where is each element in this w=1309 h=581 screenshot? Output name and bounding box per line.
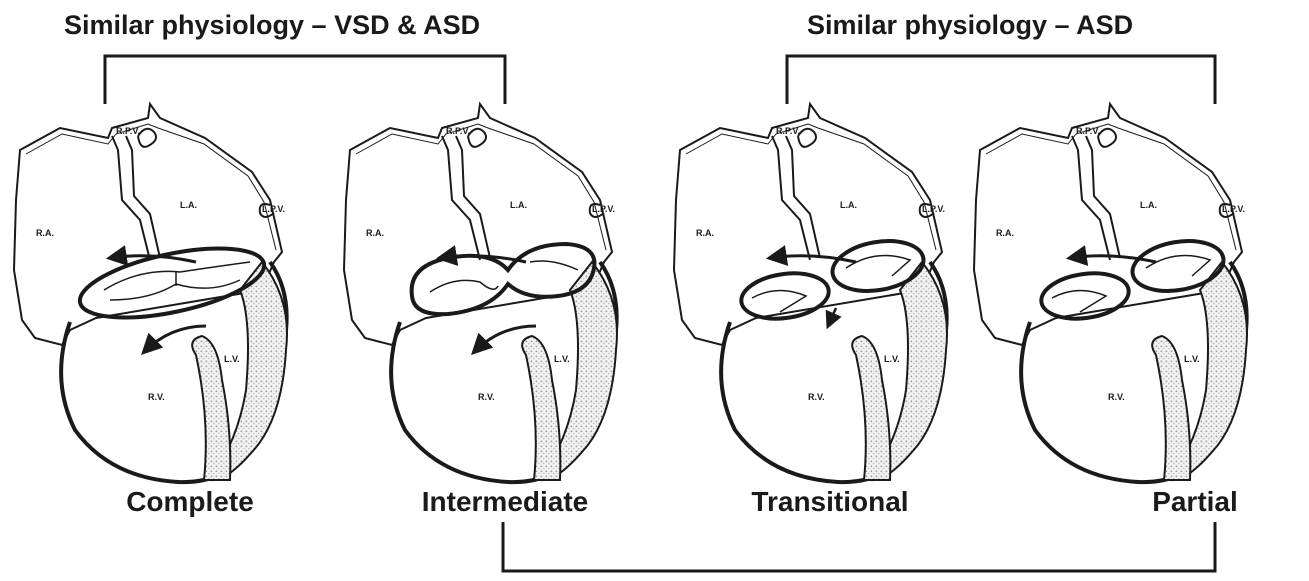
label-ra: R.A.	[36, 228, 54, 238]
atrium-outline	[974, 104, 1242, 345]
title-asd: Similar physiology – ASD	[807, 8, 1133, 42]
right-av-orifice	[738, 268, 831, 324]
tongue-connected-valve	[412, 244, 595, 314]
label-lpv: L.P.V.	[592, 204, 615, 214]
label-lv: L.V.	[1184, 354, 1200, 364]
label-la: L.A.	[1140, 200, 1157, 210]
common-av-valve	[74, 235, 270, 331]
rpv-vessel	[468, 129, 486, 147]
title-vsd-asd: Similar physiology – VSD & ASD	[64, 8, 480, 42]
label-la: L.A.	[510, 200, 527, 210]
atrium-outline	[14, 104, 282, 345]
caption-complete: Complete	[90, 484, 290, 520]
label-lv: L.V.	[224, 354, 240, 364]
bracket-asd	[787, 56, 1215, 104]
rpv-vessel	[798, 129, 816, 147]
heart-complete: R.P.V. L.P.V. R.A. L.A. R.V. L.V.	[14, 104, 287, 482]
rpv-vessel	[138, 129, 156, 147]
label-lpv: L.P.V.	[1222, 204, 1245, 214]
rpv-vessel	[1098, 129, 1116, 147]
bracket-bottom	[503, 522, 1215, 571]
caption-partial: Partial	[1120, 484, 1270, 520]
label-rv: R.V.	[1108, 392, 1125, 402]
atrial-septum	[772, 136, 810, 260]
atrial-septum	[442, 136, 480, 260]
caption-transitional: Transitional	[720, 484, 940, 520]
caption-intermediate: Intermediate	[390, 484, 620, 520]
label-rpv: R.P.V.	[446, 126, 470, 136]
label-ra: R.A.	[696, 228, 714, 238]
label-rv: R.V.	[148, 392, 165, 402]
label-rpv: R.P.V.	[776, 126, 800, 136]
atrial-septum	[112, 136, 150, 260]
label-rpv: R.P.V.	[116, 126, 140, 136]
atrium-outline	[674, 104, 942, 345]
label-ra: R.A.	[996, 228, 1014, 238]
label-la: L.A.	[180, 200, 197, 210]
atrial-septum	[1072, 136, 1110, 260]
small-vsd-arrow	[828, 308, 836, 326]
label-lpv: L.P.V.	[262, 204, 285, 214]
label-lpv: L.P.V.	[922, 204, 945, 214]
label-lv: L.V.	[884, 354, 900, 364]
heart-transitional: R.P.V. L.P.V. R.A. L.A. R.V. L.V.	[674, 104, 947, 482]
label-rv: R.V.	[808, 392, 825, 402]
label-rpv: R.P.V.	[1076, 126, 1100, 136]
label-la: L.A.	[840, 200, 857, 210]
heart-partial: R.P.V. L.P.V. R.A. L.A. R.V. L.V.	[974, 104, 1247, 482]
heart-intermediate: R.P.V. L.P.V. R.A. L.A. R.V. L.V.	[344, 104, 617, 482]
label-rv: R.V.	[478, 392, 495, 402]
label-ra: R.A.	[366, 228, 384, 238]
label-lv: L.V.	[554, 354, 570, 364]
right-av-orifice	[1038, 268, 1131, 324]
bracket-vsd-asd	[105, 56, 505, 104]
